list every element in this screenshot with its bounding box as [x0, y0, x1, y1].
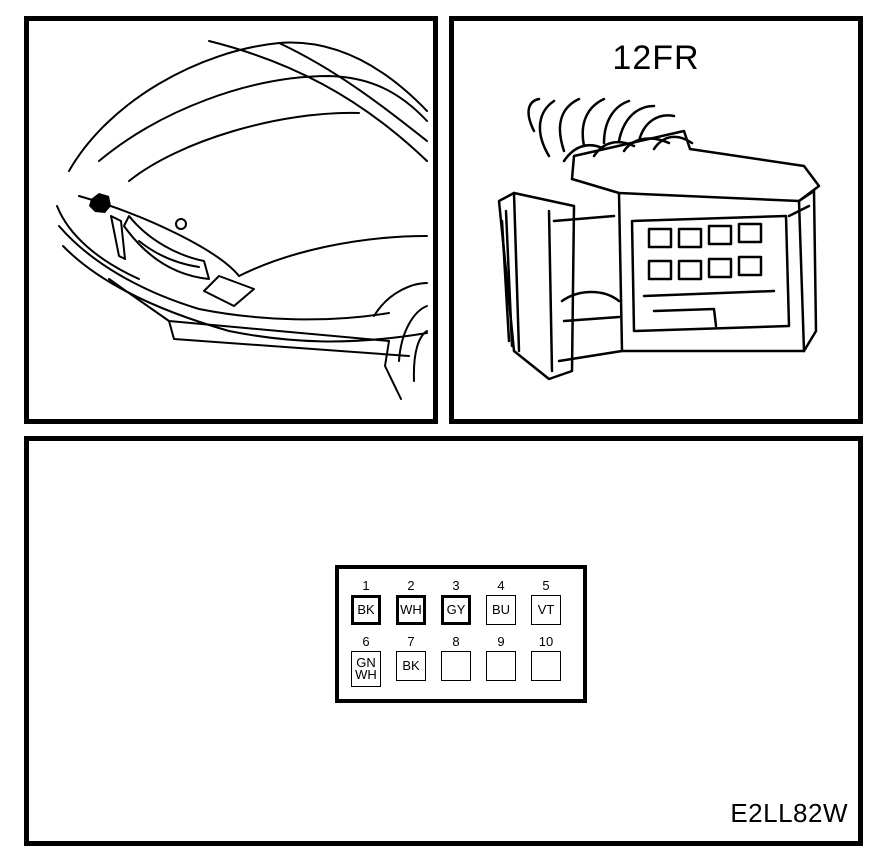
wire-color-label: BK — [402, 658, 420, 673]
pin-cell: WH — [396, 595, 426, 625]
pin-cell — [531, 651, 561, 681]
pin-number: 6 — [362, 634, 370, 649]
pin-number: 8 — [452, 634, 460, 649]
wire-color-label: BU — [491, 602, 511, 617]
pin-number: 2 — [407, 578, 415, 593]
figure-code: E2LL82W — [730, 798, 848, 828]
pin-number: 1 — [362, 578, 370, 593]
pin-number: 5 — [542, 578, 550, 593]
car-front-illustration — [56, 40, 428, 400]
pin-cell: BK — [351, 595, 381, 625]
wire-color-label: WH — [355, 667, 377, 682]
connector-illustration — [497, 97, 821, 381]
pin-cell: GY — [441, 595, 471, 625]
wire-color-label: VT — [537, 602, 555, 617]
pin-number: 4 — [497, 578, 505, 593]
pin-cell: BK — [396, 651, 426, 681]
pin-cell — [441, 651, 471, 681]
pin-cell — [486, 651, 516, 681]
car-location-panel — [24, 16, 438, 424]
wire-color-label: GN — [356, 655, 376, 670]
connector-view-panel: 12FR — [449, 16, 863, 424]
pin-number: 9 — [497, 634, 505, 649]
location-marker-icon — [89, 193, 111, 213]
pin-number: 3 — [452, 578, 460, 593]
wire-color-label: BK — [357, 602, 375, 617]
wire-color-label: WH — [400, 602, 422, 617]
connector-title: 12FR — [612, 39, 700, 77]
pin-cell: VT — [531, 595, 561, 625]
pin-cell: BU — [486, 595, 516, 625]
pin-number: 7 — [407, 634, 415, 649]
pin-number: 10 — [538, 634, 554, 649]
wire-color-label: GY — [446, 602, 466, 617]
